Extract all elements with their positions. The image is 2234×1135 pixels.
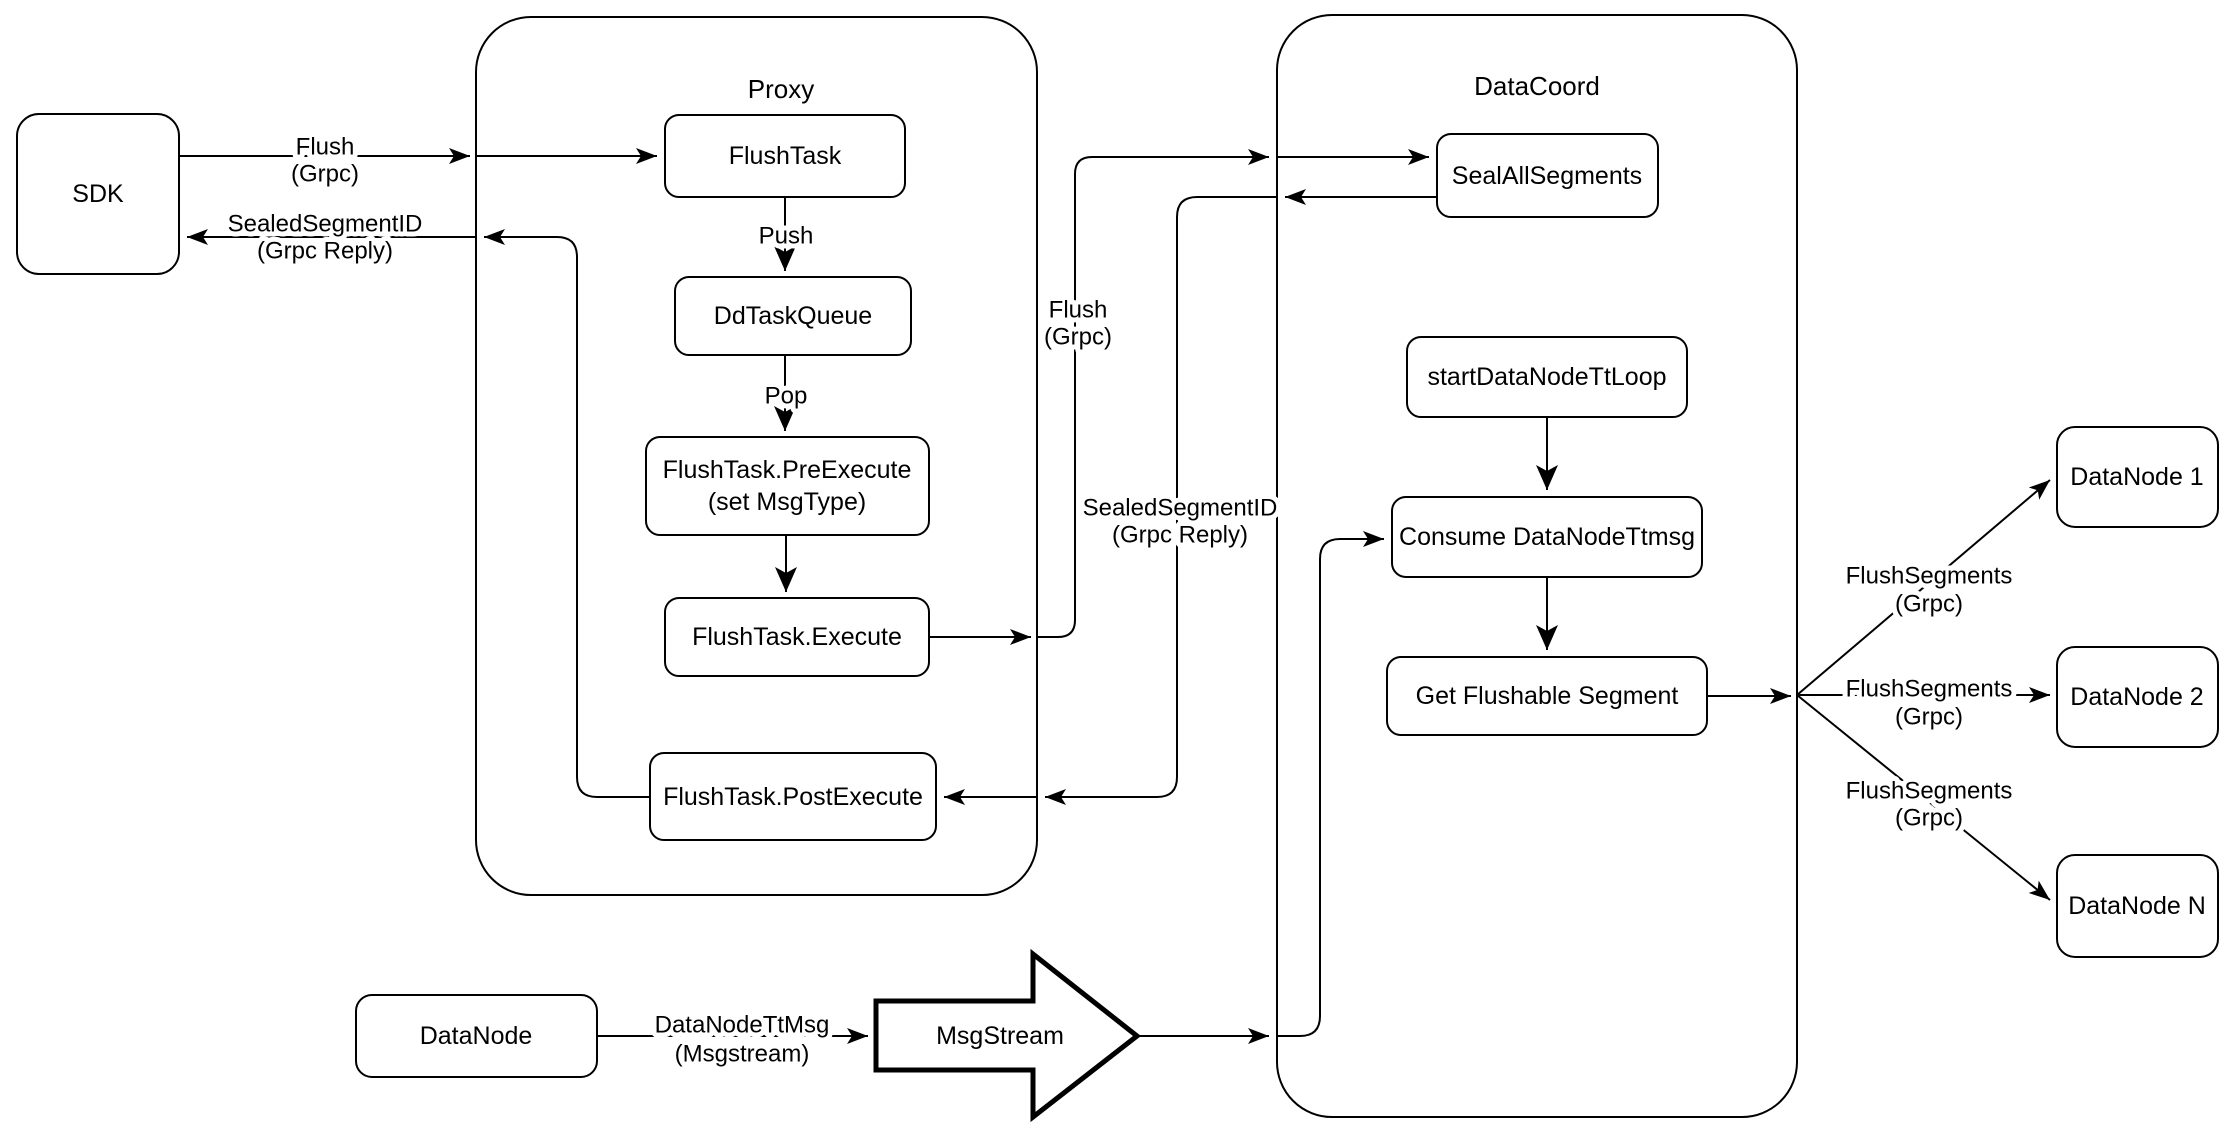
- edges: [179, 148, 2051, 1044]
- label-flushsegments-2-line2: (Grpc): [1895, 704, 1963, 731]
- edge-labels: Flush (Grpc) SealedSegmentID (Grpc Reply…: [223, 129, 2018, 1073]
- label-pop: Pop: [765, 383, 808, 410]
- getflushablesegment-box: [1386, 656, 1708, 736]
- node-datanode-source: DataNode: [355, 994, 598, 1078]
- container-proxy: Proxy: [475, 16, 1038, 896]
- container-datacoord: DataCoord: [1276, 14, 1798, 1118]
- flushtask-label: FlushTask: [729, 142, 842, 170]
- datanode-source-box: [355, 994, 598, 1078]
- node-preexecute: FlushTask.PreExecute (set MsgType): [645, 436, 930, 536]
- proxy-boundary: [475, 16, 1038, 896]
- datanoden-label: DataNode N: [2068, 892, 2206, 920]
- postexecute-label: FlushTask.PostExecute: [663, 783, 923, 811]
- sdk-box: [16, 113, 180, 275]
- datanode2-label: DataNode 2: [2070, 683, 2203, 711]
- ddtaskqueue-label: DdTaskQueue: [714, 302, 872, 330]
- label-sealedsegmentid-mid-line1: SealedSegmentID: [1083, 495, 1278, 522]
- label-flushsegments-1-line2: (Grpc): [1895, 591, 1963, 618]
- proxy-title: Proxy: [748, 74, 814, 104]
- edge-datacoord-edge-to-consume: [1277, 531, 1384, 1037]
- node-execute: FlushTask.Execute: [664, 597, 930, 677]
- msgstream-arrow-shape: [873, 948, 1142, 1123]
- label-flush-sdk-line1: Flush: [296, 134, 355, 161]
- edge-postexecute-to-proxy-edge: [484, 229, 650, 798]
- node-postexecute: FlushTask.PostExecute: [649, 752, 937, 841]
- startdatanodettloop-box: [1406, 336, 1688, 418]
- preexecute-label-line1: FlushTask.PreExecute: [663, 456, 912, 484]
- datanode1-box: [2056, 426, 2219, 528]
- sdk-label: SDK: [72, 180, 124, 208]
- edge-proxy-to-datacoord-flush: [1037, 149, 1269, 638]
- node-ddtaskqueue: DdTaskQueue: [674, 276, 912, 356]
- consumedatanodettmsg-label: Consume DataNodeTtmsg: [1399, 523, 1695, 551]
- label-flushsegments-2-line1: FlushSegments: [1846, 676, 2013, 703]
- label-datanodettmsg-line2: (Msgstream): [675, 1041, 810, 1068]
- datacoord-boundary: [1276, 14, 1798, 1118]
- label-sealedsegmentid-sdk-line2: (Grpc Reply): [257, 238, 393, 265]
- sealallsegments-label: SealAllSegments: [1452, 162, 1642, 190]
- flushtask-box: [664, 114, 906, 198]
- label-flushsegments-3-line1: FlushSegments: [1846, 778, 2013, 805]
- preexecute-label-line2: (set MsgType): [708, 488, 866, 516]
- label-flushsegments-1-line1: FlushSegments: [1846, 563, 2013, 590]
- preexecute-box: [645, 436, 930, 536]
- node-sealallsegments: SealAllSegments: [1436, 133, 1659, 218]
- datanode2-box: [2056, 646, 2219, 748]
- datanode1-label: DataNode 1: [2070, 463, 2203, 491]
- label-flushsegments-3-line2: (Grpc): [1895, 805, 1963, 832]
- node-msgstream: MsgStream: [873, 948, 1142, 1123]
- label-push: Push: [759, 223, 814, 250]
- execute-box: [664, 597, 930, 677]
- datanode-source-label: DataNode: [420, 1022, 533, 1050]
- node-datanode2: DataNode 2: [2056, 646, 2219, 748]
- node-datanoden: DataNode N: [2056, 854, 2219, 958]
- label-flush-mid-line1: Flush: [1049, 297, 1108, 324]
- node-sdk: SDK: [16, 113, 180, 275]
- label-datanodettmsg-line1: DataNodeTtMsg: [655, 1012, 830, 1039]
- datanoden-box: [2056, 854, 2219, 958]
- consumedatanodettmsg-box: [1391, 496, 1703, 578]
- node-consumedatanodettmsg: Consume DataNodeTtmsg: [1391, 496, 1703, 578]
- sealallsegments-box: [1436, 133, 1659, 218]
- label-sealedsegmentid-sdk-line1: SealedSegmentID: [228, 211, 423, 238]
- ddtaskqueue-box: [674, 276, 912, 356]
- node-datanode1: DataNode 1: [2056, 426, 2219, 528]
- startdatanodettloop-label: startDataNodeTtLoop: [1427, 363, 1666, 391]
- label-flush-mid-line2: (Grpc): [1044, 324, 1112, 351]
- label-flush-sdk-line2: (Grpc): [291, 161, 359, 188]
- datacoord-title: DataCoord: [1474, 71, 1600, 101]
- node-flushtask: FlushTask: [664, 114, 906, 198]
- edge-reply-to-proxy-edge: [1045, 196, 1277, 805]
- edge-fan-to-datanoden: [1796, 694, 2051, 901]
- label-sealedsegmentid-mid-line2: (Grpc Reply): [1112, 522, 1248, 549]
- node-startdatanodettloop: startDataNodeTtLoop: [1406, 336, 1688, 418]
- postexecute-box: [649, 752, 937, 841]
- edge-fan-to-datanode1: [1796, 479, 2051, 696]
- getflushablesegment-label: Get Flushable Segment: [1416, 682, 1679, 710]
- msgstream-label: MsgStream: [936, 1022, 1064, 1050]
- node-getflushablesegment: Get Flushable Segment: [1386, 656, 1708, 736]
- execute-label: FlushTask.Execute: [692, 623, 902, 651]
